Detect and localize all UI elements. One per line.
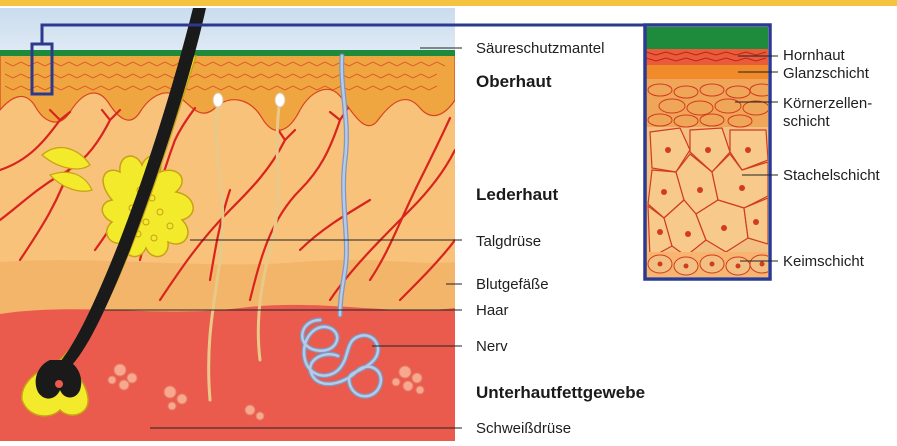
acid-mantle-strip	[0, 50, 455, 56]
reticular-band	[0, 260, 455, 314]
inset-epidermis-detail	[646, 27, 774, 277]
label-blutgefaesse: Blutgefäße	[476, 276, 549, 293]
label-keimschicht: Keimschicht	[783, 253, 864, 270]
main-cross-section	[0, 8, 455, 441]
inset-koernerzellenschicht	[646, 79, 768, 127]
inset-hornhaut	[646, 49, 768, 65]
sky-background	[0, 8, 455, 52]
label-nerv: Nerv	[476, 338, 508, 355]
label-hornhaut: Hornhaut	[783, 47, 845, 64]
top-band	[0, 0, 897, 6]
heading-oberhaut: Oberhaut	[476, 72, 552, 92]
label-stachelschicht: Stachelschicht	[783, 167, 880, 184]
label-glanzschicht: Glanzschicht	[783, 65, 869, 82]
heading-lederhaut: Lederhaut	[476, 185, 558, 205]
label-koernerzellen-line1: Körnerzellen-	[783, 95, 872, 112]
label-schweissdruese: Schweißdrüse	[476, 420, 571, 437]
label-haar: Haar	[476, 302, 509, 319]
label-koernerzellen-line2: schicht	[783, 113, 830, 130]
label-talgdruese: Talgdrüse	[476, 233, 541, 250]
label-saeureschutzmantel: Säureschutzmantel	[476, 40, 604, 57]
heading-unterhautfettgewebe: Unterhautfettgewebe	[476, 383, 645, 403]
inset-acid-mantle	[646, 27, 768, 49]
